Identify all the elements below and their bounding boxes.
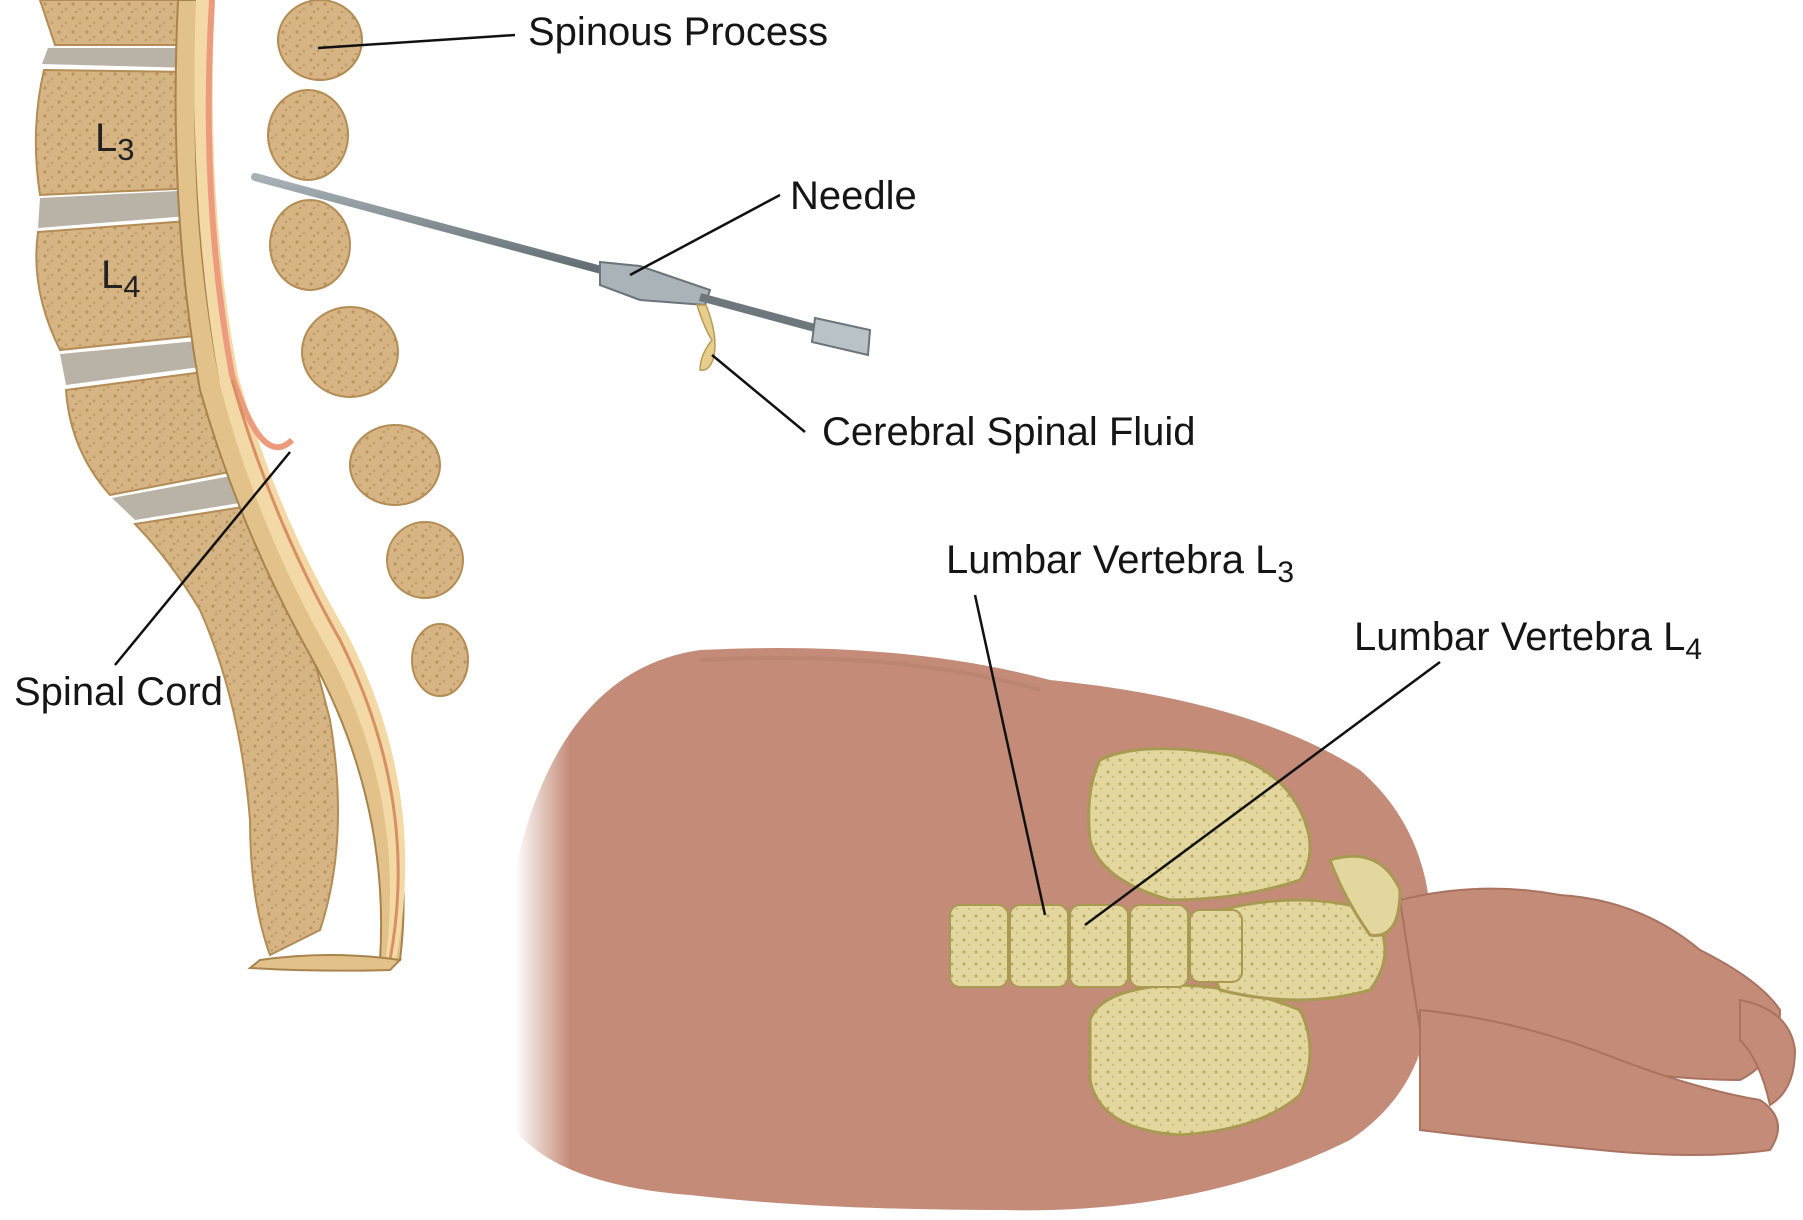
vertebra-l4-marker: L4: [101, 255, 141, 295]
spinous-process: [278, 0, 362, 80]
spinal-cord-label: Spinal Cord: [14, 672, 223, 712]
lumbar-vertebra-l3-label: Lumbar Vertebra L3: [946, 540, 1294, 580]
lumbar-vertebra-l4-label: Lumbar Vertebra L4: [1354, 617, 1702, 657]
coccyx-tail: [250, 955, 400, 971]
leader-needle: [630, 195, 780, 275]
spinous-process: [350, 425, 440, 505]
lumbar-vertebra-l4-subscript: 4: [1685, 633, 1702, 666]
needle-stylet: [700, 297, 815, 328]
needle-cap: [812, 318, 870, 355]
lumbar-vertebra-l3-subscript: 3: [1277, 556, 1294, 589]
iliac-wing-lower: [1090, 985, 1310, 1135]
csf-label: Cerebral Spinal Fluid: [822, 412, 1196, 452]
spinous-process: [387, 522, 463, 598]
spinous-process: [412, 624, 468, 696]
vertebra-l4-letter: L: [101, 253, 123, 297]
vertebra-l3-letter: L: [95, 116, 117, 160]
needle-hub: [600, 262, 710, 305]
vertebra-l3-marker: L3: [95, 118, 135, 158]
needle-label: Needle: [790, 176, 917, 216]
spinous-process: [302, 307, 398, 397]
spinous-process: [270, 200, 350, 290]
csf-drip: [697, 305, 715, 370]
vertebra-l4-subscript: 4: [123, 269, 140, 304]
lumbar-vertebra-l4-text: Lumbar Vertebra L: [1354, 615, 1685, 659]
lumbar-vertebra-l4: [1070, 905, 1128, 987]
spinous-process: [268, 90, 348, 180]
intervertebral-disc: [42, 48, 195, 68]
vertebral-body: [40, 0, 195, 45]
leader-csf: [712, 355, 805, 432]
lumbar-vertebra: [950, 905, 1008, 987]
lumbar-vertebra-l3-text: Lumbar Vertebra L: [946, 538, 1277, 582]
spinous-process-label: Spinous Process: [528, 12, 828, 52]
lumbar-vertebra: [1130, 905, 1188, 987]
vertebra-l3-subscript: 3: [117, 132, 134, 167]
lumbar-vertebra-l3: [1010, 905, 1068, 987]
lumbar-vertebra: [1190, 910, 1242, 982]
